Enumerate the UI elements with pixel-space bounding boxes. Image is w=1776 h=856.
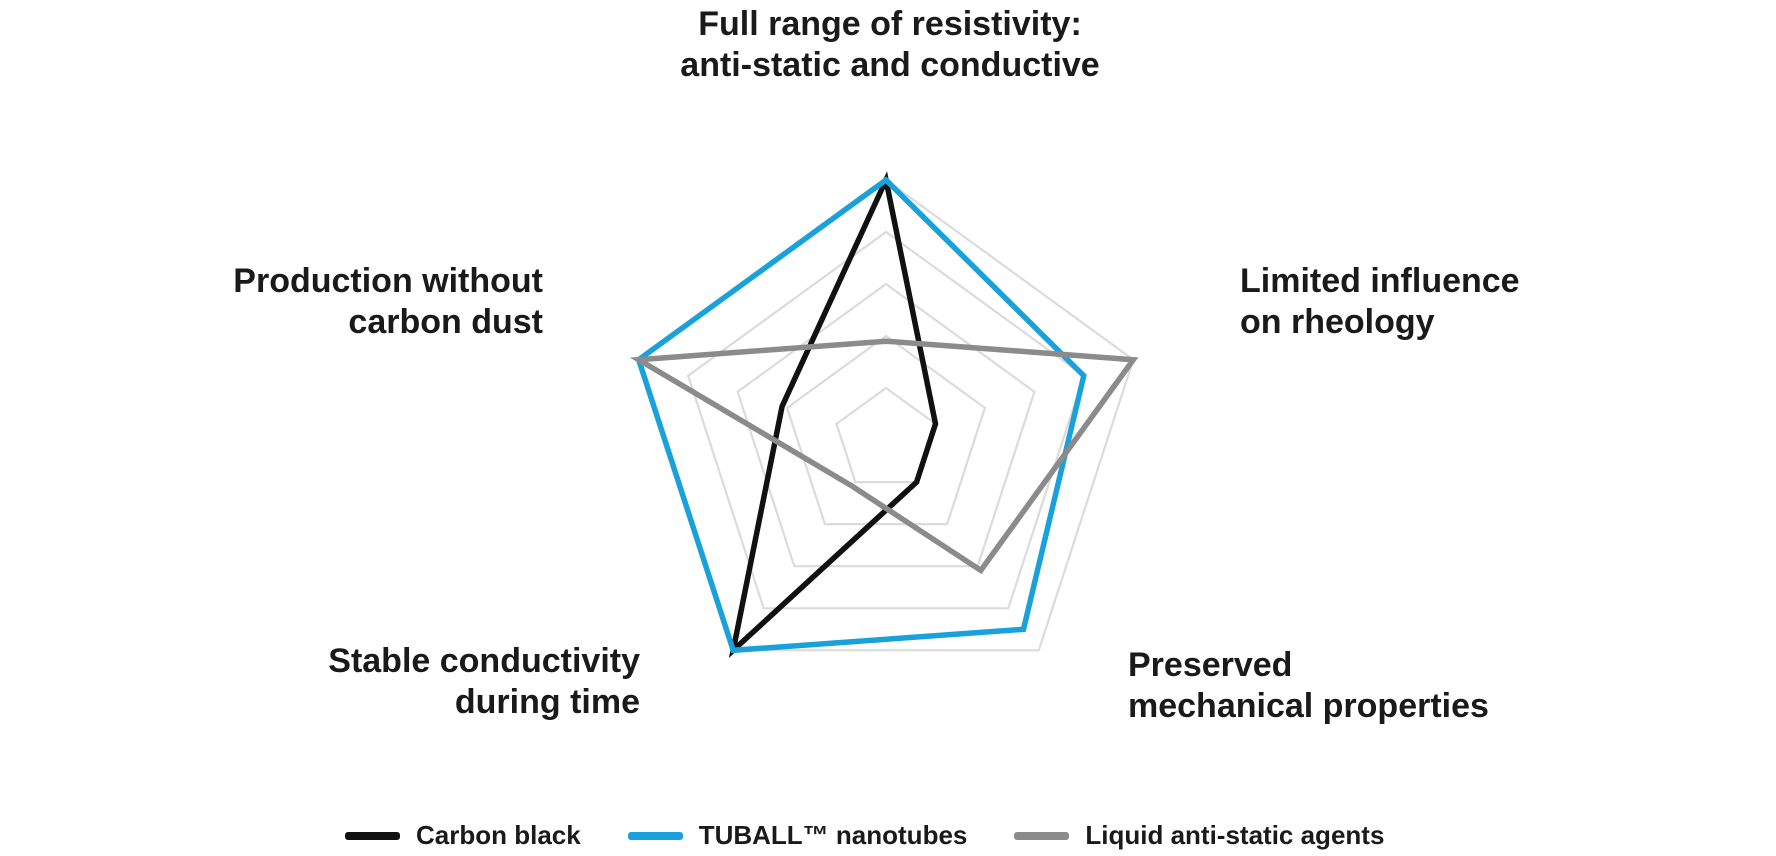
- axis-label-resistivity: Full range of resistivity: anti-static a…: [490, 4, 1290, 86]
- chart-legend: Carbon black TUBALL™ nanotubes Liquid an…: [345, 820, 1384, 851]
- series-polygon-tuball-nanotubes: [635, 176, 1087, 654]
- axis-label-line: Stable conductivity: [328, 642, 640, 680]
- grid-ring: [835, 386, 937, 484]
- axis-label-line: during time: [454, 683, 640, 721]
- axis-label-line: Limited influence: [1240, 262, 1520, 300]
- axis-label-line: Production without: [233, 262, 543, 300]
- legend-swatch-tuball-nanotubes: [627, 831, 683, 840]
- axis-label-mechanical: Preserved mechanical properties: [1128, 645, 1489, 727]
- series-polygon-liquid-anti-static-agents: [629, 338, 1139, 575]
- axis-label-rheology: Limited influence on rheology: [1240, 261, 1520, 343]
- axis-label-line: mechanical properties: [1128, 687, 1489, 725]
- axis-label-line: Preserved: [1128, 646, 1293, 684]
- legend-item-carbon-black: Carbon black: [345, 820, 581, 851]
- axis-label-line: carbon dust: [348, 303, 543, 341]
- axis-label-carbon-dust: Production without carbon dust: [233, 261, 543, 343]
- legend-item-liquid-anti-static-agents: Liquid anti-static agents: [1014, 820, 1384, 851]
- grid-ring: [785, 334, 987, 526]
- axis-label-conductivity: Stable conductivity during time: [328, 641, 640, 723]
- axis-label-line: Full range of resistivity:: [698, 5, 1082, 43]
- grid-ring: [736, 282, 1036, 568]
- legend-label: TUBALL™ nanotubes: [698, 820, 968, 850]
- legend-swatch-liquid-anti-static-agents: [1014, 831, 1070, 840]
- legend-swatch-carbon-black: [345, 831, 400, 840]
- legend-item-tuball-nanotubes: TUBALL™ nanotubes: [627, 820, 968, 851]
- series-polygon-carbon-black: [728, 171, 939, 659]
- legend-label: Liquid anti-static agents: [1085, 820, 1385, 850]
- axis-label-line: on rheology: [1240, 303, 1435, 341]
- legend-label: Carbon black: [416, 820, 581, 850]
- axis-label-line: anti-static and conductive: [680, 46, 1100, 84]
